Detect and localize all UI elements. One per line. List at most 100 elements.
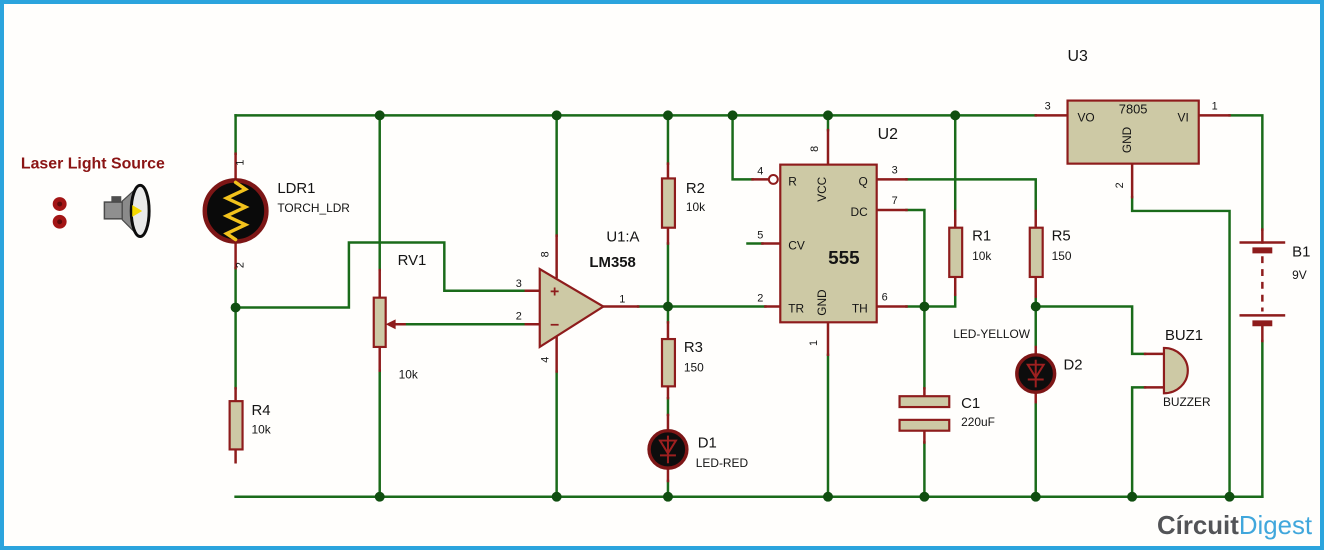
ldr1-value: TORCH_LDR <box>277 201 350 215</box>
u3-pin3-number: 3 <box>1045 100 1051 112</box>
r3-value: 150 <box>684 361 704 375</box>
u3-pin-vo: VO <box>1077 110 1094 124</box>
b1-ref: B1 <box>1292 244 1310 260</box>
u2-pin6-number: 6 <box>882 292 888 304</box>
u1-pin2-number: 2 <box>516 310 522 322</box>
d2-diode-glyph <box>1025 359 1046 388</box>
junction-dot <box>551 110 562 121</box>
circuit-schematic: Laser Light Source 1 2 LDR1 TORCH_LDR RV… <box>21 48 1312 540</box>
ldr-zigzag <box>222 180 250 242</box>
r2-value: 10k <box>686 200 705 214</box>
rv1-wiper-arrow <box>385 319 396 330</box>
u1-pins <box>524 234 640 373</box>
ldr1-ref: LDR1 <box>277 181 315 197</box>
r5-value: 150 <box>1052 249 1072 263</box>
u3-body <box>1066 99 1200 165</box>
ldr1-pin2-number: 2 <box>235 262 247 268</box>
component-ldr1: 1 2 LDR1 TORCH_LDR <box>202 152 350 270</box>
r4-ref: R4 <box>251 403 270 419</box>
c1-ref: C1 <box>961 396 980 412</box>
u3-pin-gnd: GND <box>1120 127 1134 153</box>
junction-dots <box>230 110 1235 502</box>
u1-triangle <box>538 267 606 349</box>
r3-body <box>660 337 677 388</box>
u3-pin1-number: 1 <box>1212 100 1218 112</box>
r5-ref: R5 <box>1052 229 1071 245</box>
u2-pin-tr: TR <box>788 301 804 315</box>
circuitdigest-logo: CírcuitDigest <box>1157 512 1312 540</box>
component-u3-7805: 7805 VO VI GND 3 1 2 U3 <box>1034 48 1231 199</box>
junction-dot <box>662 110 673 121</box>
rv1-value: 10k <box>399 368 418 382</box>
wire-555 <box>666 114 830 498</box>
u3-ref: U3 <box>1068 48 1089 65</box>
u2-pin-vcc: VCC <box>815 176 829 201</box>
u1-pin1-number: 1 <box>619 294 625 306</box>
u3-value: 7805 <box>1119 101 1148 116</box>
buz1-value: BUZZER <box>1163 395 1211 409</box>
junction-dot <box>662 491 673 502</box>
junction-dot <box>374 110 385 121</box>
rv1-body <box>372 296 387 349</box>
u2-pin-dc: DC <box>851 205 869 219</box>
u2-value: 555 <box>828 247 860 268</box>
u2-ref: U2 <box>878 126 898 143</box>
u1-pin3-number: 3 <box>516 278 522 290</box>
wire-layer <box>234 114 1264 498</box>
logo-digest: Digest <box>1239 512 1312 540</box>
junction-dot <box>1030 301 1041 312</box>
r2-ref: R2 <box>686 181 705 197</box>
component-r3: R3 150 <box>660 321 704 400</box>
b1-cell-plates <box>1239 241 1286 317</box>
junction-dot <box>950 110 961 121</box>
junction-dot <box>823 110 833 121</box>
component-u2-555: R Q DC CV TR TH VCC GND 555 4 8 5 2 3 7 … <box>751 126 908 357</box>
junction-dot <box>823 491 833 502</box>
component-r5: R5 150 <box>1028 209 1072 298</box>
d1-diode-glyph <box>658 435 678 464</box>
junction-dot <box>1127 491 1138 502</box>
r4-body <box>228 400 244 451</box>
b1-cell-plates-thick <box>1252 247 1273 327</box>
laser-light-source: Laser Light Source <box>21 156 165 239</box>
u3-pin-vi: VI <box>1178 110 1189 124</box>
r1-body <box>948 226 964 279</box>
component-rv1: RV1 10k <box>372 253 426 382</box>
torch-icon <box>103 183 151 239</box>
component-c1: C1 220uF <box>898 387 995 444</box>
u2-reset-bubble <box>767 173 779 185</box>
u3-pin2-number: 2 <box>1114 182 1126 188</box>
u1-pin4-number: 4 <box>540 357 552 363</box>
buz1-symbol <box>1162 346 1189 395</box>
u2-pin8-number: 8 <box>809 146 821 152</box>
u3-pins <box>1034 114 1231 199</box>
r1-ref: R1 <box>972 229 991 245</box>
u2-body <box>779 163 878 324</box>
d2-ref: D2 <box>1064 358 1083 374</box>
u1-value: LM358 <box>589 255 635 271</box>
component-b1-battery: B1 9V <box>1239 228 1310 343</box>
c1-plate-bottom <box>898 418 951 432</box>
junction-dot <box>919 491 930 502</box>
u1-minus-input: − <box>550 317 559 334</box>
laser-terminal-dot <box>57 201 63 207</box>
r2-body <box>660 177 677 229</box>
r1-value: 10k <box>972 249 991 263</box>
u1-plus-input: + <box>550 284 559 301</box>
buz1-pins <box>1143 352 1166 389</box>
wire-rv1 <box>378 114 528 498</box>
ldr1-pin1-number: 1 <box>235 160 247 166</box>
component-u1-opamp: + − 3 2 1 8 4 U1:A LM358 <box>516 230 640 373</box>
r3-ref: R3 <box>684 340 703 356</box>
u1-pin8-number: 8 <box>540 251 552 257</box>
junction-dot <box>551 491 562 502</box>
wire-7805-battery <box>1130 114 1264 498</box>
wire-ldr-branch <box>234 114 528 390</box>
buz1-ref: BUZ1 <box>1165 328 1203 344</box>
component-r2: R2 10k <box>660 162 705 245</box>
u2-pin4-number: 4 <box>757 166 763 178</box>
d1-ref: D1 <box>698 436 717 452</box>
d2-value: LED-YELLOW <box>953 327 1031 341</box>
u2-pins <box>751 128 908 357</box>
